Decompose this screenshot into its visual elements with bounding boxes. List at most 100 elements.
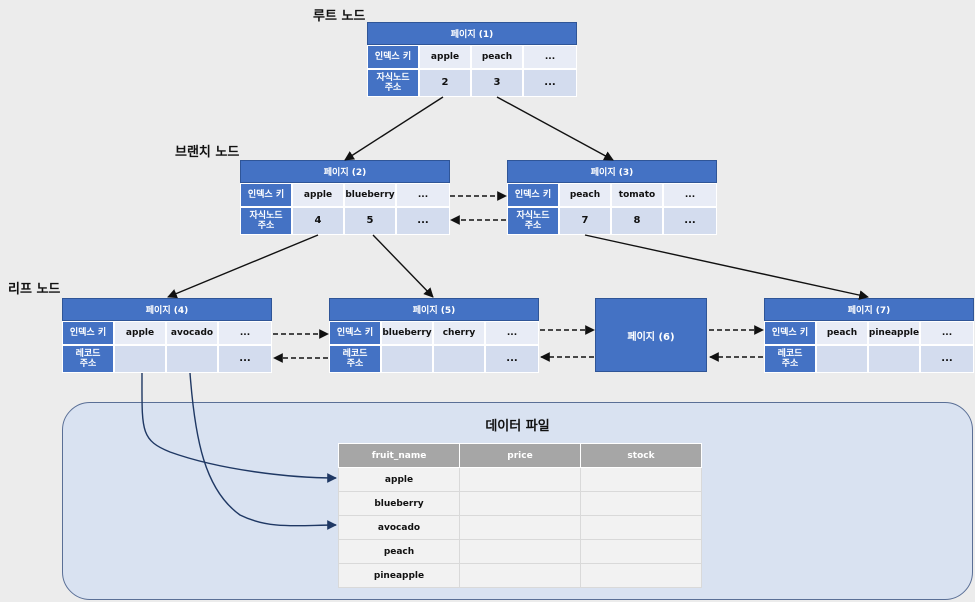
index-key-cell: peach <box>559 183 611 207</box>
address-cell: ... <box>218 345 272 373</box>
index-key-cell: apple <box>292 183 344 207</box>
index-key-label: 인덱스 키 <box>764 321 816 345</box>
stock-cell <box>580 539 702 564</box>
price-cell <box>459 467 581 492</box>
index-key-cell: peach <box>816 321 868 345</box>
address-cell: 5 <box>344 207 396 235</box>
arrow-p2-to-p5 <box>372 234 434 298</box>
fruit-name-cell: pineapple <box>338 563 460 588</box>
stock-cell <box>580 515 702 540</box>
arrow-p1-to-p3 <box>496 96 614 161</box>
record-pointer-apple <box>141 372 337 483</box>
page-title: 페이지 (7) <box>764 298 974 321</box>
price-cell <box>459 515 581 540</box>
index-key-label: 인덱스 키 <box>62 321 114 345</box>
address-cell <box>816 345 868 373</box>
data-file-title: 데이터 파일 <box>485 419 550 434</box>
page-title: 페이지 (5) <box>329 298 539 321</box>
address-cell <box>381 345 433 373</box>
label-line: 주소 <box>524 221 542 231</box>
price-cell <box>459 563 581 588</box>
address-cell: ... <box>485 345 539 373</box>
data-file-table: fruit_name price stock apple blueberry a… <box>338 443 702 588</box>
index-key-label: 인덱스 키 <box>240 183 292 207</box>
index-key-cell: blueberry <box>381 321 433 345</box>
address-cell: ... <box>663 207 717 235</box>
address-cell: 8 <box>611 207 663 235</box>
arrow-p2-to-p4 <box>167 234 319 299</box>
price-cell <box>459 539 581 564</box>
branch-node-title: 브랜치 노드 <box>175 145 240 160</box>
index-key-cell: ... <box>663 183 717 207</box>
label-line: 주소 <box>346 359 364 369</box>
arrow-p1-to-p2 <box>344 96 444 161</box>
fruit-name-cell: avocado <box>338 515 460 540</box>
table-row: peach <box>338 539 702 564</box>
index-key-cell: pineapple <box>868 321 920 345</box>
table-row: avocado <box>338 515 702 540</box>
index-key-cell: ... <box>218 321 272 345</box>
address-cell <box>166 345 218 373</box>
page-title: 페이지 (3) <box>507 160 717 183</box>
stock-cell <box>580 467 702 492</box>
label-line: 자식노드 <box>516 211 550 221</box>
record-pointer-avocado <box>189 372 337 530</box>
label-line: 주소 <box>257 221 275 231</box>
index-key-cell: tomato <box>611 183 663 207</box>
leaf-node-title: 리프 노드 <box>8 282 61 297</box>
index-key-cell: ... <box>396 183 450 207</box>
page-title: 페이지 (1) <box>367 22 577 45</box>
label-line: 주소 <box>79 359 97 369</box>
label-line: 주소 <box>384 83 402 93</box>
page-title: 페이지 (4) <box>62 298 272 321</box>
page-node-6: 페이지 (6) <box>595 298 707 372</box>
address-cell <box>868 345 920 373</box>
index-key-cell: peach <box>471 45 523 69</box>
index-key-cell: ... <box>920 321 974 345</box>
index-key-cell: cherry <box>433 321 485 345</box>
label-line: 레코드 <box>342 349 368 359</box>
index-key-cell: ... <box>485 321 539 345</box>
address-cell: ... <box>523 69 577 97</box>
stock-cell <box>580 563 702 588</box>
address-cell <box>114 345 166 373</box>
label-line: 주소 <box>781 359 799 369</box>
label-line: 레코드 <box>777 349 803 359</box>
label-line: 자식노드 <box>249 211 283 221</box>
index-key-label: 인덱스 키 <box>367 45 419 69</box>
index-key-cell: apple <box>114 321 166 345</box>
index-key-cell: blueberry <box>344 183 396 207</box>
fruit-name-cell: peach <box>338 539 460 564</box>
column-header-fruit-name: fruit_name <box>338 443 460 468</box>
column-header-price: price <box>459 443 581 468</box>
address-cell: 3 <box>471 69 523 97</box>
table-row: pineapple <box>338 563 702 588</box>
arrow-p3-to-p7 <box>584 234 869 300</box>
address-cell: 2 <box>419 69 471 97</box>
root-node-title: 루트 노드 <box>313 9 366 24</box>
address-cell: ... <box>920 345 974 373</box>
stock-cell <box>580 491 702 516</box>
address-cell: 7 <box>559 207 611 235</box>
index-key-label: 인덱스 키 <box>329 321 381 345</box>
index-key-cell: ... <box>523 45 577 69</box>
index-key-cell: avocado <box>166 321 218 345</box>
index-key-cell: apple <box>419 45 471 69</box>
label-line: 자식노드 <box>376 73 410 83</box>
label-line: 레코드 <box>75 349 101 359</box>
address-cell: ... <box>396 207 450 235</box>
index-key-label: 인덱스 키 <box>507 183 559 207</box>
address-cell <box>433 345 485 373</box>
price-cell <box>459 491 581 516</box>
